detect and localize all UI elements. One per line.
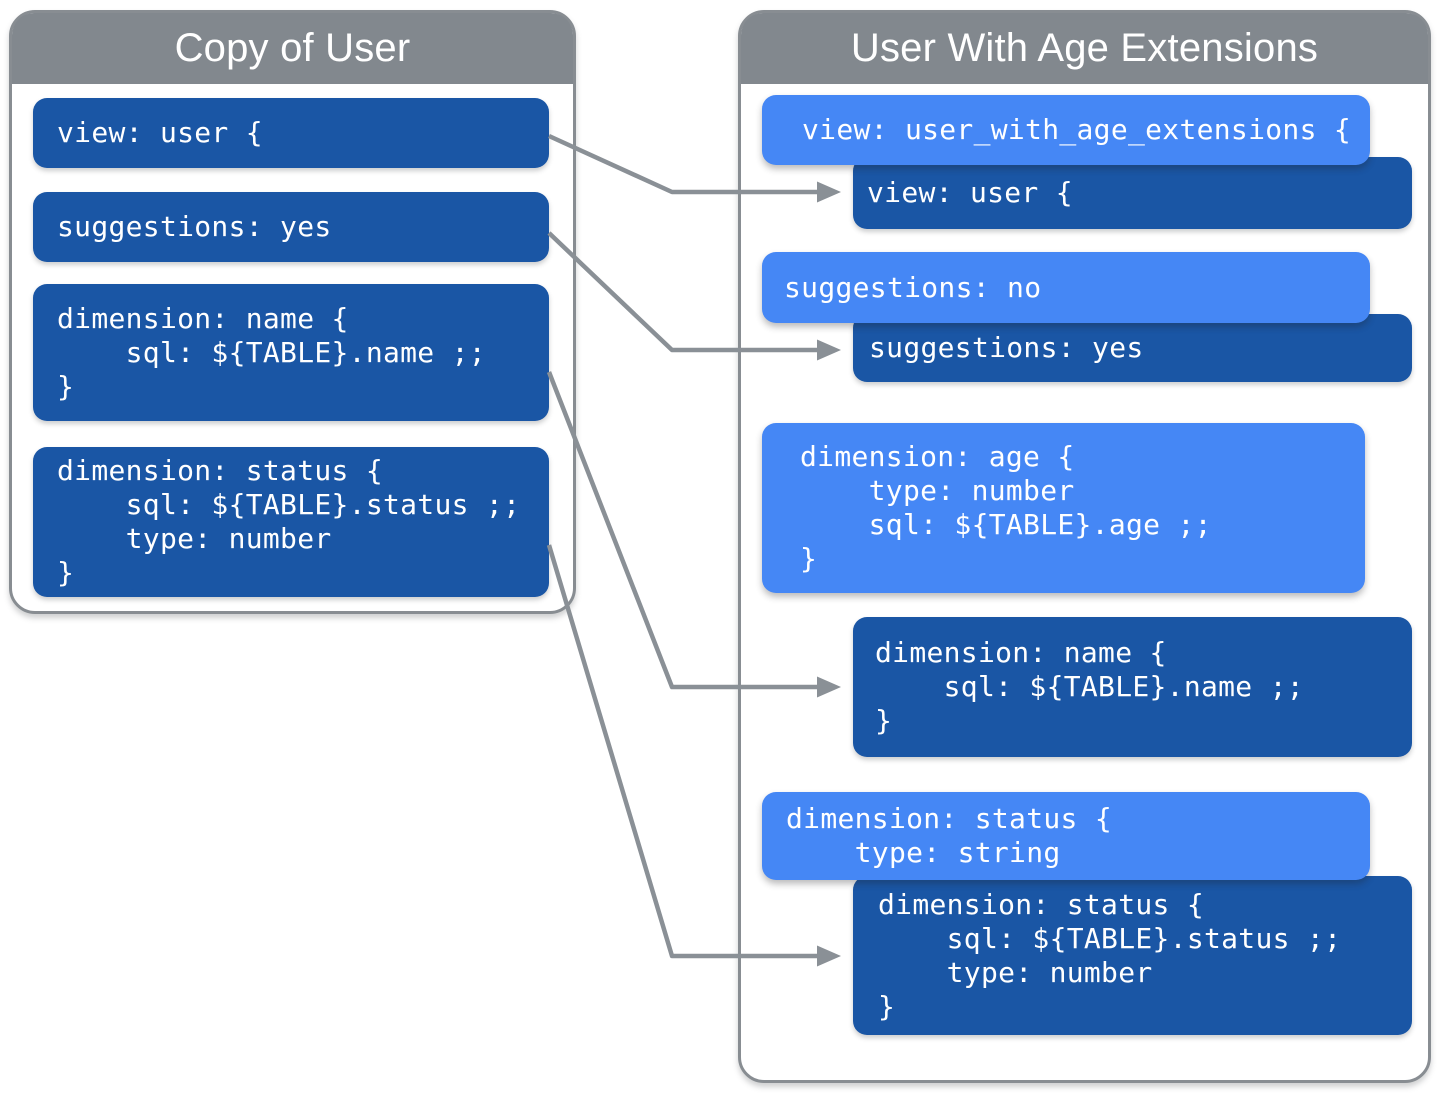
code-line: } [57, 369, 75, 403]
code-block-view-user-inherited: view: user { [853, 157, 1412, 229]
code-line: view: user { [57, 116, 263, 149]
code-block-dimension-status: dimension: status { sql: ${TABLE}.status… [33, 447, 549, 597]
code-block-suggestions-yes-inherited: suggestions: yes [853, 314, 1412, 382]
code-block-dimension-name-inherited: dimension: name { sql: ${TABLE}.name ;; … [853, 617, 1412, 757]
code-line: dimension: status { [57, 454, 383, 487]
code-line: type: number [57, 522, 332, 555]
right-panel-header: User With Age Extensions [741, 13, 1428, 84]
code-block-suggestions-no: suggestions: no [762, 252, 1370, 323]
code-line: sql: ${TABLE}.name ;; [57, 335, 486, 369]
code-line: sql: ${TABLE}.name ;; [875, 670, 1304, 703]
code-line: suggestions: no [784, 270, 1042, 304]
code-line: type: string [786, 836, 1061, 869]
code-line: } [878, 989, 896, 1023]
code-line: type: number [800, 474, 1075, 507]
code-line: suggestions: yes [57, 210, 332, 243]
code-line: sql: ${TABLE}.status ;; [57, 488, 521, 521]
code-block-dimension-status-override: dimension: status { type: string [762, 792, 1370, 880]
code-line: suggestions: yes [869, 331, 1144, 364]
code-line: sql: ${TABLE}.age ;; [800, 508, 1212, 541]
code-line: dimension: name { [875, 636, 1167, 669]
code-line: dimension: status { [878, 887, 1204, 921]
code-line: view: user { [867, 176, 1073, 209]
code-block-suggestions-yes: suggestions: yes [33, 192, 549, 262]
code-line: dimension: status { [786, 802, 1112, 835]
code-line: } [800, 542, 818, 575]
code-line: } [875, 704, 893, 737]
code-line: dimension: name { [57, 301, 349, 335]
code-block-view-extended: view: user_with_age_extensions { [762, 95, 1370, 165]
left-panel-title: Copy of User [174, 26, 411, 70]
code-block-dimension-status-inherited: dimension: status { sql: ${TABLE}.status… [853, 876, 1412, 1035]
right-panel-title: User With Age Extensions [850, 26, 1319, 70]
code-line: sql: ${TABLE}.status ;; [878, 921, 1342, 955]
code-line: } [57, 556, 75, 589]
code-block-dimension-age: dimension: age { type: number sql: ${TAB… [762, 423, 1365, 593]
code-block-view-user: view: user { [33, 98, 549, 168]
code-line: type: number [878, 955, 1153, 989]
code-line: view: user_with_age_extensions { [802, 113, 1352, 146]
code-block-dimension-name: dimension: name { sql: ${TABLE}.name ;; … [33, 284, 549, 421]
left-panel-header: Copy of User [12, 13, 573, 84]
code-line: dimension: age { [800, 440, 1075, 473]
